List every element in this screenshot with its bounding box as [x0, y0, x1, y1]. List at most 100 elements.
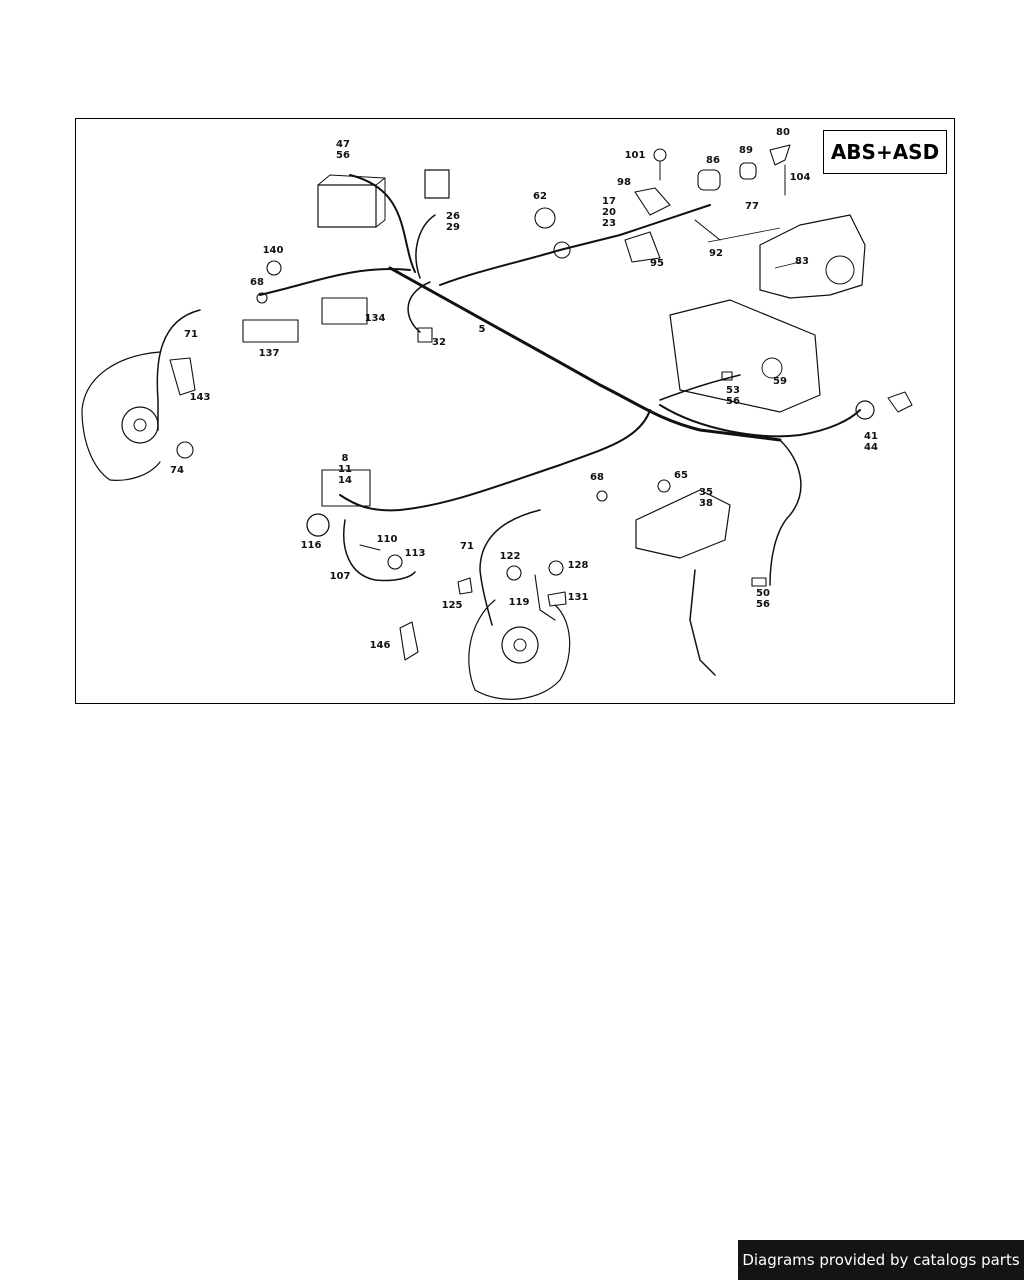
part-callout-label: 146	[370, 640, 391, 651]
control-module-35	[635, 489, 731, 559]
bolt-110	[359, 544, 381, 551]
wiring-harness-loop-32	[407, 281, 431, 333]
gear-116	[306, 513, 330, 537]
bolt-128	[548, 560, 564, 576]
part-callout-label: 86	[706, 155, 720, 166]
plug-122	[506, 565, 522, 581]
grommet-65	[657, 479, 671, 493]
part-callout-label: 80	[776, 127, 790, 138]
clip-98	[634, 187, 671, 216]
part-callout-label: 128	[568, 560, 589, 571]
hydraulic-unit-59	[669, 299, 821, 413]
part-callout-label: 122	[500, 551, 521, 562]
part-callout-label: 119	[509, 597, 530, 608]
clamp-131	[547, 591, 567, 607]
relay-26	[424, 169, 450, 199]
sensor-lead-rear	[689, 569, 716, 676]
part-callout-label: 59	[773, 376, 787, 387]
nut-113	[387, 554, 403, 570]
part-callout-label: 83	[795, 256, 809, 267]
brake-disc-rear	[468, 599, 571, 700]
bracket-146	[399, 621, 419, 661]
bracket-95	[624, 231, 661, 263]
part-callout-label: 71	[460, 541, 474, 552]
part-callout-label: 65	[674, 470, 688, 481]
part-callout-label: 5	[479, 324, 486, 335]
part-callout-label: 32	[432, 337, 446, 348]
relay-block-137	[242, 319, 299, 343]
wiring-harness-main	[388, 266, 782, 442]
screw-101	[653, 148, 667, 162]
part-callout-label: 68	[250, 277, 264, 288]
diagram-frame	[75, 118, 955, 704]
part-callout-label: 140	[263, 245, 284, 256]
wiring-harness-branch-relay	[415, 214, 436, 279]
bracket-8	[321, 469, 371, 507]
wiring-harness-107	[343, 519, 416, 582]
bushing-89	[739, 162, 757, 180]
wiring-harness-right	[659, 404, 861, 438]
ring-68-upper	[256, 292, 268, 304]
part-callout-label: 74	[170, 465, 184, 476]
wiring-harness-tank	[659, 374, 741, 401]
bolt-74	[176, 441, 194, 459]
bolt-92	[694, 219, 721, 241]
bracket-119	[534, 574, 556, 621]
part-callout-label: 131	[568, 592, 589, 603]
part-callout-label: 113	[405, 548, 426, 559]
wiring-harness-branch-battery	[349, 174, 416, 273]
connector-53	[721, 371, 733, 381]
part-callout-label: 71	[184, 329, 198, 340]
part-callout-label: 89	[739, 145, 753, 156]
clip-125	[457, 577, 473, 595]
bracket-143	[169, 357, 196, 396]
hub-front-left	[121, 406, 159, 444]
part-callout-label: 104	[790, 172, 811, 183]
brake-disc-front-left	[81, 351, 161, 481]
part-callout-label: 95	[650, 258, 664, 269]
wiring-harness-sensor-front-left	[156, 309, 201, 431]
wiring-harness-down-right	[769, 439, 802, 586]
connector-32	[417, 327, 433, 343]
pump-assembly-83	[759, 214, 866, 299]
part-callout-label: 98	[617, 177, 631, 188]
part-callout-label: 77	[745, 201, 759, 212]
bracket-80	[769, 144, 791, 166]
footer-credit-banner: Diagrams provided by catalogs parts	[738, 1240, 1024, 1280]
part-callout-label: 62	[533, 191, 547, 202]
grommet-62	[534, 207, 556, 229]
ring-68-lower	[596, 490, 608, 502]
wiring-harness-sensor-rear	[479, 509, 541, 626]
connector-50	[751, 577, 767, 587]
system-badge: ABS+ASD	[823, 130, 947, 174]
hub-rear	[501, 626, 539, 664]
sensor-140	[266, 260, 282, 276]
part-callout-label: 68	[590, 472, 604, 483]
part-callout-label: 143	[190, 392, 211, 403]
part-callout-label: 125	[442, 600, 463, 611]
connector-41	[855, 400, 875, 420]
part-callout-label: 107	[330, 571, 351, 582]
wiring-harness-branch-top	[439, 204, 711, 286]
relay-block-134	[321, 297, 368, 325]
part-callout-label: 134	[365, 313, 386, 324]
part-callout-label: 110	[377, 534, 398, 545]
part-callout-label: 137	[259, 348, 280, 359]
control-unit-47	[317, 184, 377, 228]
wiring-harness-lower	[339, 409, 651, 512]
part-callout-label: 116	[301, 540, 322, 551]
part-callout-label: 92	[709, 248, 723, 259]
part-callout-label: 101	[625, 150, 646, 161]
wiring-harness-branch-left	[259, 268, 411, 296]
bushing-86	[697, 169, 721, 191]
